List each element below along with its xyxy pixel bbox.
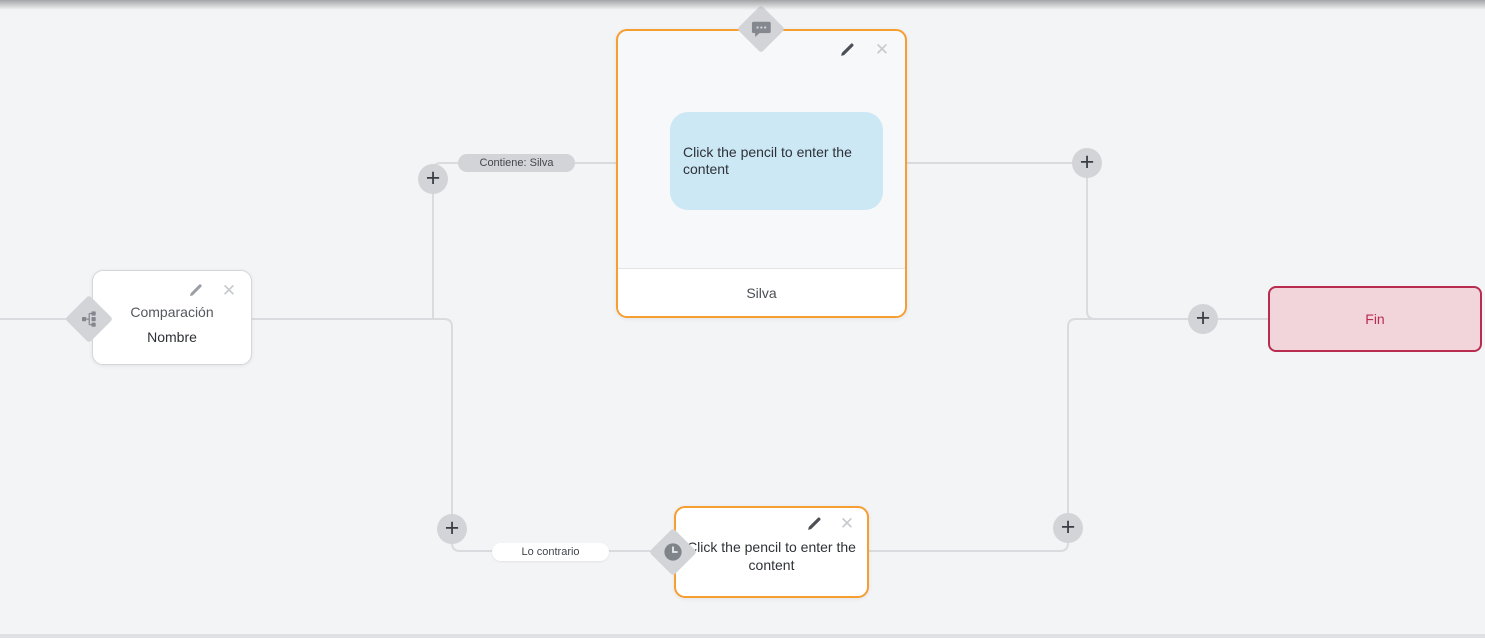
edge-condition-to-bottom [252, 318, 662, 552]
add-node-button-top-branch[interactable]: + [418, 164, 448, 194]
message-node-footer: Silva [618, 268, 905, 316]
chat-icon [751, 21, 771, 37]
message-node[interactable]: ✕ Click the pencil to enter the content … [616, 29, 907, 318]
condition-node[interactable]: ✕ Comparación Nombre [92, 270, 252, 365]
edit-pencil-icon[interactable] [838, 40, 856, 58]
delay-node-port[interactable] [648, 527, 698, 577]
edge-delay-to-end [869, 318, 1268, 552]
message-footer-label: Silva [746, 284, 777, 301]
add-node-button-after-delay[interactable]: + [1053, 513, 1083, 543]
condition-node-variable: Nombre [147, 329, 197, 345]
chat-bubble: Click the pencil to enter the content [670, 112, 883, 210]
message-node-body: Click the pencil to enter the content [618, 31, 905, 268]
close-icon[interactable]: ✕ [874, 39, 890, 59]
close-icon[interactable]: ✕ [839, 513, 855, 533]
condition-node-title: Comparación [130, 304, 214, 320]
message-node-port[interactable] [736, 4, 786, 54]
delay-node[interactable]: ✕ Click the pencil to enter the content [674, 506, 869, 598]
add-node-button-before-end[interactable]: + [1188, 304, 1218, 334]
condition-node-port[interactable] [64, 294, 114, 344]
canvas-bottom-edge [0, 634, 1485, 638]
edit-pencil-icon[interactable] [187, 281, 205, 299]
edge-label-otherwise: Lo contrario [492, 543, 609, 561]
end-node[interactable]: Fin [1268, 286, 1482, 352]
add-node-button-bottom-branch[interactable]: + [437, 514, 467, 544]
close-icon[interactable]: ✕ [221, 280, 237, 300]
edge-message-to-end [905, 162, 1268, 320]
edit-pencil-icon[interactable] [805, 514, 823, 532]
delay-node-text: Click the pencil to enter the content [687, 539, 856, 574]
chat-bubble-text: Click the pencil to enter the content [683, 144, 852, 177]
end-node-label: Fin [1365, 311, 1385, 327]
add-node-button-after-message[interactable]: + [1072, 148, 1102, 178]
edge-condition-to-top [432, 162, 618, 319]
clock-icon [664, 543, 682, 561]
branch-icon [82, 311, 96, 327]
toolbar-shadow [0, 0, 1485, 10]
edge-label-contains: Contiene: Silva [458, 154, 575, 172]
